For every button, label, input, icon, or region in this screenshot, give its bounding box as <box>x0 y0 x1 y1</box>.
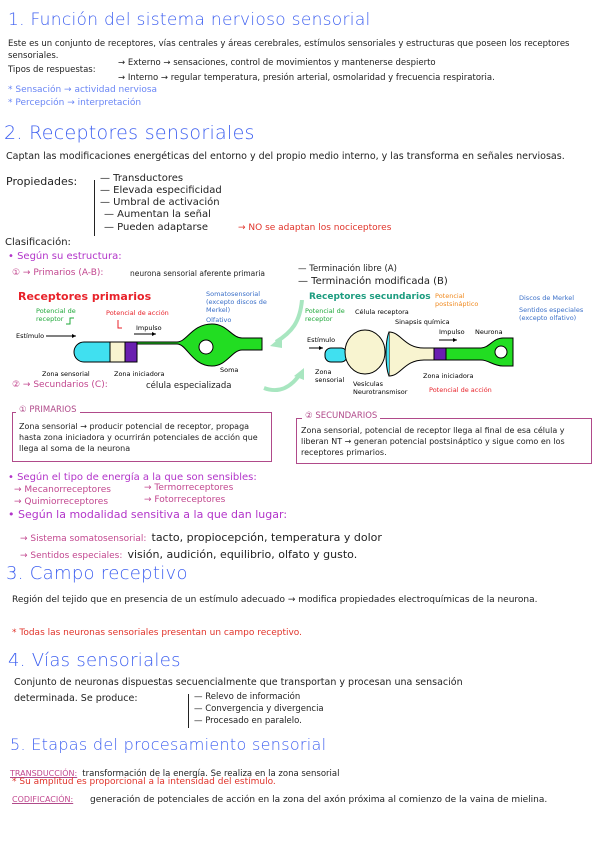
energy-item: → Quimiorreceptores <box>14 497 109 507</box>
sensory-zone-label: Zona sensorial <box>42 370 90 378</box>
transduction-text: transformación de la energía. Se realiza… <box>82 769 340 779</box>
trigger-zone-label: Zona iniciadora <box>423 372 474 380</box>
primary-box: Zona sensorial → producir potencial de r… <box>12 412 272 462</box>
primary-label: ① → Primarios (A-B): <box>12 268 104 278</box>
property-item: — Umbral de activación <box>100 197 220 208</box>
section-3-paragraph: Región del tejido que en presencia de un… <box>12 595 538 605</box>
impulse-label: Impulso <box>439 328 465 336</box>
property-item: — Transductores <box>100 173 184 184</box>
modality-text: tacto, propiocepción, temperatura y dolo… <box>151 531 382 544</box>
pathway-item: — Relevo de información <box>194 692 301 702</box>
section-1-title: 1. Función del sistema nervioso sensoria… <box>8 10 371 30</box>
stimulus-label: Estímulo <box>307 336 336 344</box>
stimulus-label: Estímulo <box>16 332 45 340</box>
section-4-paragraph-cont: determinada. Se produce: <box>14 693 138 704</box>
secondary-box-label: ② SECUNDARIOS <box>302 411 381 421</box>
coding-text: generación de potenciales de acción en l… <box>90 795 548 805</box>
amplitude-note: * Su amplitud es proporcional a la inten… <box>12 777 276 787</box>
modified-ending: — Terminación modificada (B) <box>298 276 448 287</box>
secondary-label: ② → Secundarios (C): <box>12 380 108 390</box>
secondary-box: Zona sensorial, potencial de receptor ll… <box>296 418 592 464</box>
diagram-title: Receptores primarios <box>18 290 152 303</box>
modality-item: → Sentidos especiales: visión, audición,… <box>20 543 357 562</box>
adaptation-note: → NO se adaptan los nociceptores <box>238 223 392 233</box>
section-1-paragraph: Este es un conjunto de receptores, vías … <box>8 39 570 61</box>
brace <box>188 694 189 728</box>
action-potential-label: Potencial de acción <box>429 386 492 394</box>
secondary-box-text: Zona sensorial, potencial de receptor ll… <box>301 426 565 457</box>
primary-description: neurona sensorial aferente primaria <box>130 269 266 278</box>
energy-item: → Mecanorreceptores <box>14 485 111 495</box>
response-external: → Externo → sensaciones, control de movi… <box>118 58 436 68</box>
free-ending: — Terminación libre (A) <box>298 264 397 274</box>
soma-label: Soma <box>220 366 239 374</box>
synapse-label: Sinapsis química <box>395 318 450 326</box>
secondary-receptor-drawing <box>309 329 514 377</box>
modality-label: → Sistema somatosensorial: <box>20 534 147 544</box>
modality-label: → Sentidos especiales: <box>20 551 123 561</box>
legend-item: Somatosensorial (excepto discos de Merke… <box>206 290 267 314</box>
pathway-item: — Convergencia y divergencia <box>194 704 324 714</box>
vesicles-label: Vesículas Neurotransmisor <box>353 380 408 396</box>
primary-receptor-drawing <box>46 317 263 367</box>
by-structure-heading: • Según su estructura: <box>8 251 122 262</box>
receptor-potential-label: Potencial de receptor <box>305 307 345 323</box>
neuron-label: Neurona <box>475 328 503 336</box>
modality-text: visión, audición, equilibrio, olfato y g… <box>127 548 358 561</box>
classification-label: Clasificación: <box>5 237 71 248</box>
legend-item: Sentidos especiales (excepto olfativo) <box>519 306 584 322</box>
curved-arrow-icon <box>263 368 304 393</box>
legend-item: Discos de Merkel <box>519 294 575 302</box>
curved-arrow-icon <box>270 300 304 348</box>
section-3-title: 3. Campo receptivo <box>6 563 188 584</box>
transduction-row: TRANSDUCCIÓN: transformación de la energ… <box>10 761 339 780</box>
note-sensation: * Sensación → actividad nerviosa <box>8 85 158 95</box>
property-item: — Aumentan la señal <box>104 209 211 220</box>
section-3-note: * Todas las neuronas sensoriales present… <box>12 628 303 638</box>
section-4-title: 4. Vías sensoriales <box>8 650 181 671</box>
secondary-receptor-diagram: Receptores secundarios Potencial postsin… <box>305 292 597 398</box>
diagram-title: Receptores secundarios <box>309 292 431 302</box>
trigger-zone-label: Zona iniciadora <box>114 370 165 378</box>
primary-receptor-diagram: Receptores primarios Potencial de recept… <box>14 290 276 380</box>
sensory-zone-label: Zona sensorial <box>315 368 345 384</box>
response-internal: → Interno → regular temperatura, presión… <box>118 73 495 83</box>
impulse-label: Impulso <box>136 324 162 332</box>
pathway-item: — Procesado en paralelo. <box>194 716 302 726</box>
section-2-title: 2. Receptores sensoriales <box>4 122 255 144</box>
coding-label: CODIFICACIÓN: <box>12 795 74 804</box>
energy-item: → Fotorreceptores <box>144 495 226 505</box>
legend-item: Olfativo <box>206 316 232 324</box>
primary-box-text: Zona sensorial → producir potencial de r… <box>19 422 258 453</box>
response-types-label: Tipos de respuestas: <box>8 65 96 75</box>
receptor-cell-label: Célula receptora <box>355 308 409 316</box>
postsynaptic-label: Potencial postsináptico <box>435 292 479 308</box>
receptor-potential-label: Potencial de receptor <box>36 307 76 323</box>
by-energy-heading: • Según el tipo de energía a la que son … <box>8 472 257 483</box>
action-potential-label: Potencial de acción <box>106 309 169 317</box>
transduction-label: TRANSDUCCIÓN: <box>10 769 78 778</box>
primary-box-label: ① PRIMARIOS <box>16 405 80 415</box>
note-perception: * Percepción → interpretación <box>8 98 142 108</box>
section-4-paragraph: Conjunto de neuronas dispuestas secuenci… <box>14 677 463 688</box>
property-item: — Elevada especificidad <box>100 185 222 196</box>
properties-label: Propiedades: <box>6 175 78 188</box>
section-5-title: 5. Etapas del procesamiento sensorial <box>10 735 327 754</box>
secondary-description: célula especializada <box>146 381 232 391</box>
property-item: — Pueden adaptarse <box>104 222 209 233</box>
brace <box>94 180 100 236</box>
section-2-paragraph: Captan las modificaciones energéticas de… <box>6 151 565 162</box>
by-modality-heading: • Según la modalidad sensitiva a la que … <box>8 508 288 521</box>
modality-item: → Sistema somatosensorial: tacto, propio… <box>20 526 382 545</box>
energy-item: → Termorreceptores <box>144 483 234 493</box>
